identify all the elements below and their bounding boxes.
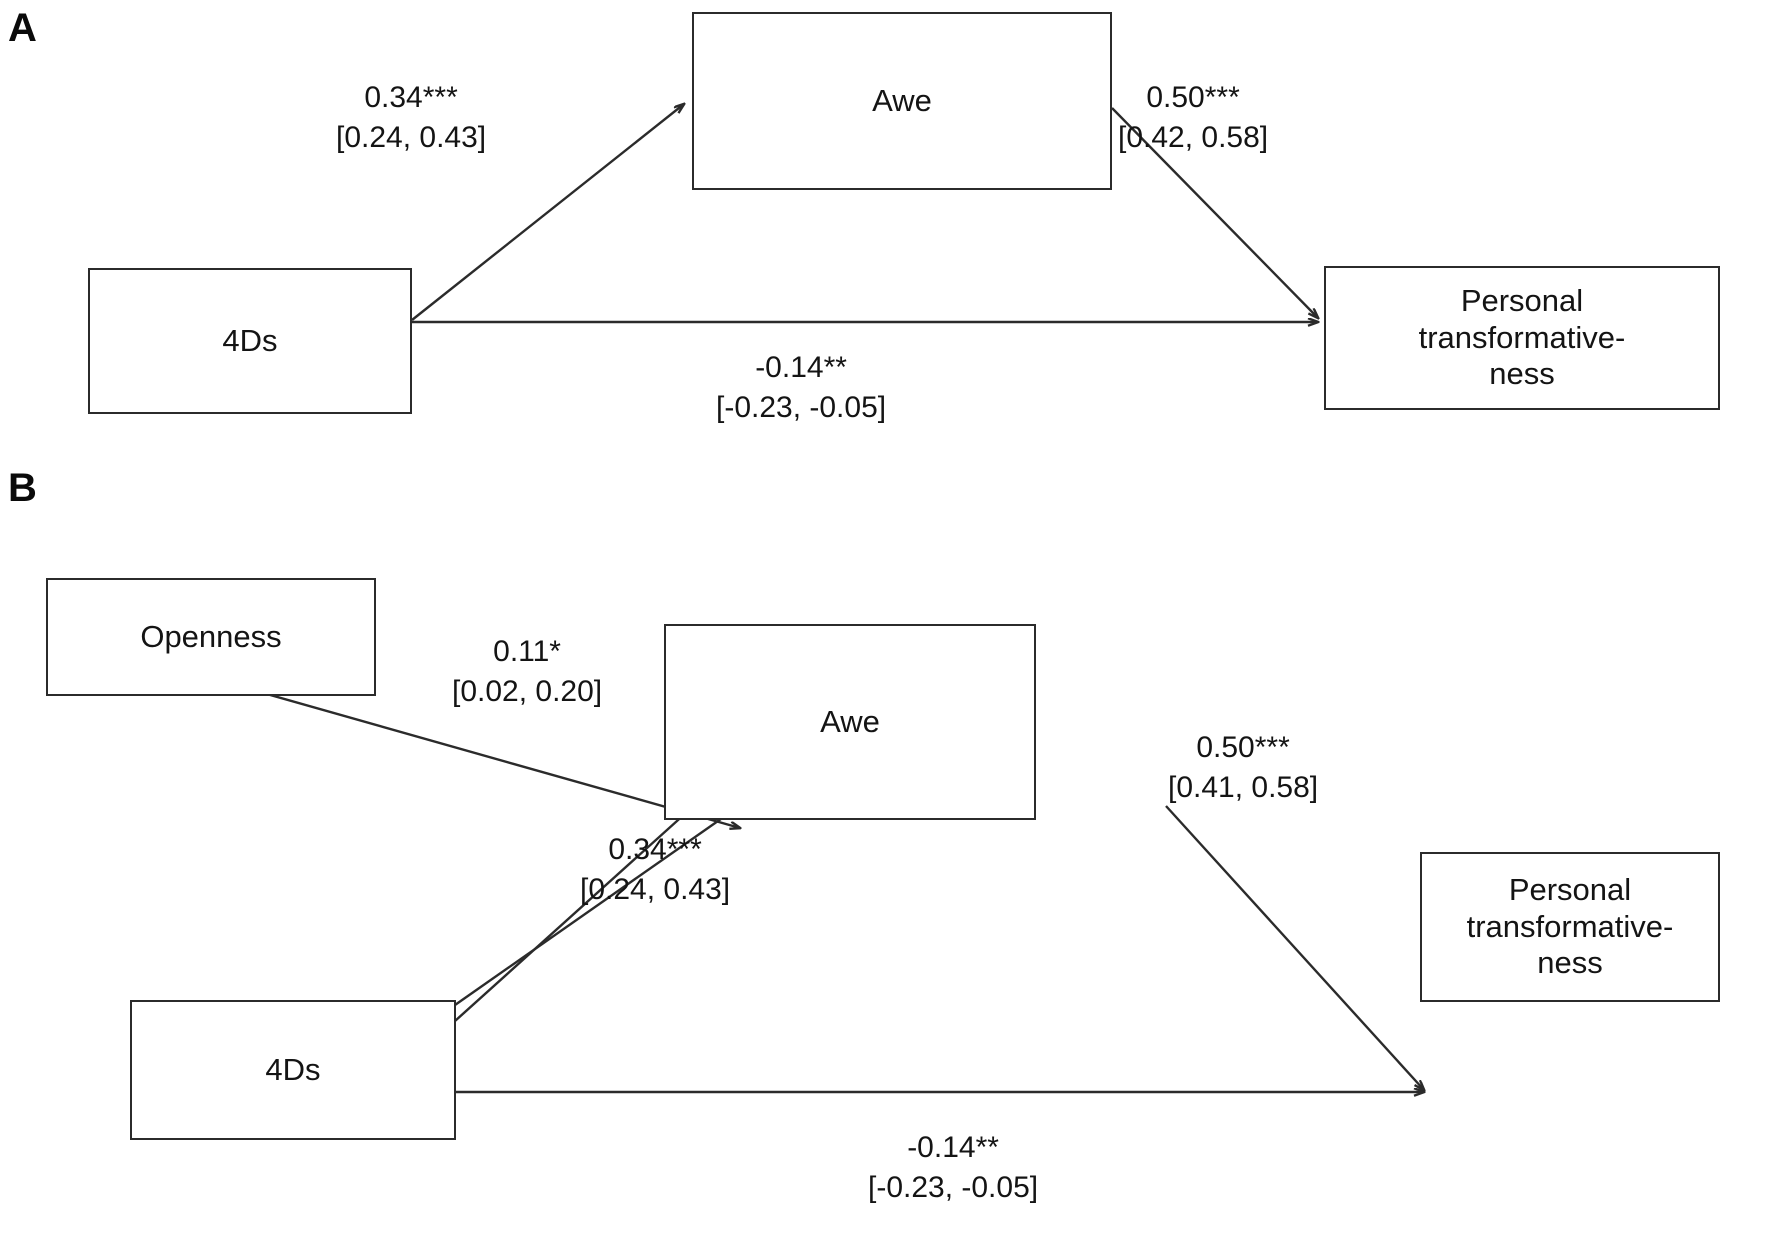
path-confidence-interval: [0.02, 0.20]	[452, 674, 603, 708]
path-label-b-4ds-to-awe: 0.34*** [0.24, 0.43]	[580, 830, 730, 909]
node-openness-panel-b: Openness	[46, 578, 376, 696]
node-awe-panel-b: Awe	[664, 624, 1036, 820]
path-coefficient: -0.14**	[907, 1131, 999, 1164]
node-label-4ds-b: 4Ds	[265, 1051, 321, 1087]
path-confidence-interval: [0.24, 0.43]	[580, 872, 731, 906]
node-label-openness-b: Openness	[140, 618, 282, 654]
path-label-a-4ds-to-awe: 0.34*** [0.24, 0.43]	[336, 78, 486, 157]
path-label-b-4ds-direct: -0.14** [-0.23, -0.05]	[868, 1128, 1038, 1207]
node-awe-panel-a: Awe	[692, 12, 1112, 190]
edge-b-awe-to-outcome	[1165, 805, 1424, 1090]
path-label-b-openness-to-awe: 0.11* [0.02, 0.20]	[452, 632, 602, 711]
panel-letter-a: A	[8, 6, 37, 50]
path-confidence-interval: [-0.23, -0.05]	[868, 1170, 1039, 1204]
node-4ds-panel-a: 4Ds	[88, 268, 412, 414]
path-confidence-interval: [0.24, 0.43]	[336, 120, 487, 154]
path-confidence-interval: [0.41, 0.58]	[1168, 770, 1319, 804]
path-label-a-4ds-direct: -0.14** [-0.23, -0.05]	[716, 348, 886, 427]
node-label-outcome-a: Personal transformative- ness	[1418, 283, 1626, 392]
path-coefficient: 0.50***	[1146, 81, 1240, 114]
node-outcome-panel-b: Personal transformative- ness	[1420, 852, 1720, 1002]
node-label-awe-a: Awe	[872, 82, 932, 118]
path-label-b-awe-to-outcome: 0.50*** [0.41, 0.58]	[1168, 728, 1318, 807]
node-label-4ds-a: 4Ds	[222, 322, 278, 358]
node-4ds-panel-b: 4Ds	[130, 1000, 456, 1140]
node-label-awe-b: Awe	[820, 703, 880, 739]
path-confidence-interval: [0.42, 0.58]	[1118, 120, 1269, 154]
node-outcome-panel-a: Personal transformative- ness	[1324, 266, 1720, 410]
path-confidence-interval: [-0.23, -0.05]	[716, 390, 887, 424]
path-coefficient: 0.50***	[1196, 731, 1290, 764]
path-coefficient: 0.34***	[608, 833, 702, 866]
path-coefficient: 0.34***	[364, 81, 458, 114]
path-coefficient: -0.14**	[755, 351, 847, 384]
node-label-outcome-b: Personal transformative- ness	[1466, 872, 1674, 981]
path-coefficient: 0.11*	[493, 635, 561, 668]
panel-letter-b: B	[8, 466, 37, 510]
path-label-a-awe-to-outcome: 0.50*** [0.42, 0.58]	[1118, 78, 1268, 157]
